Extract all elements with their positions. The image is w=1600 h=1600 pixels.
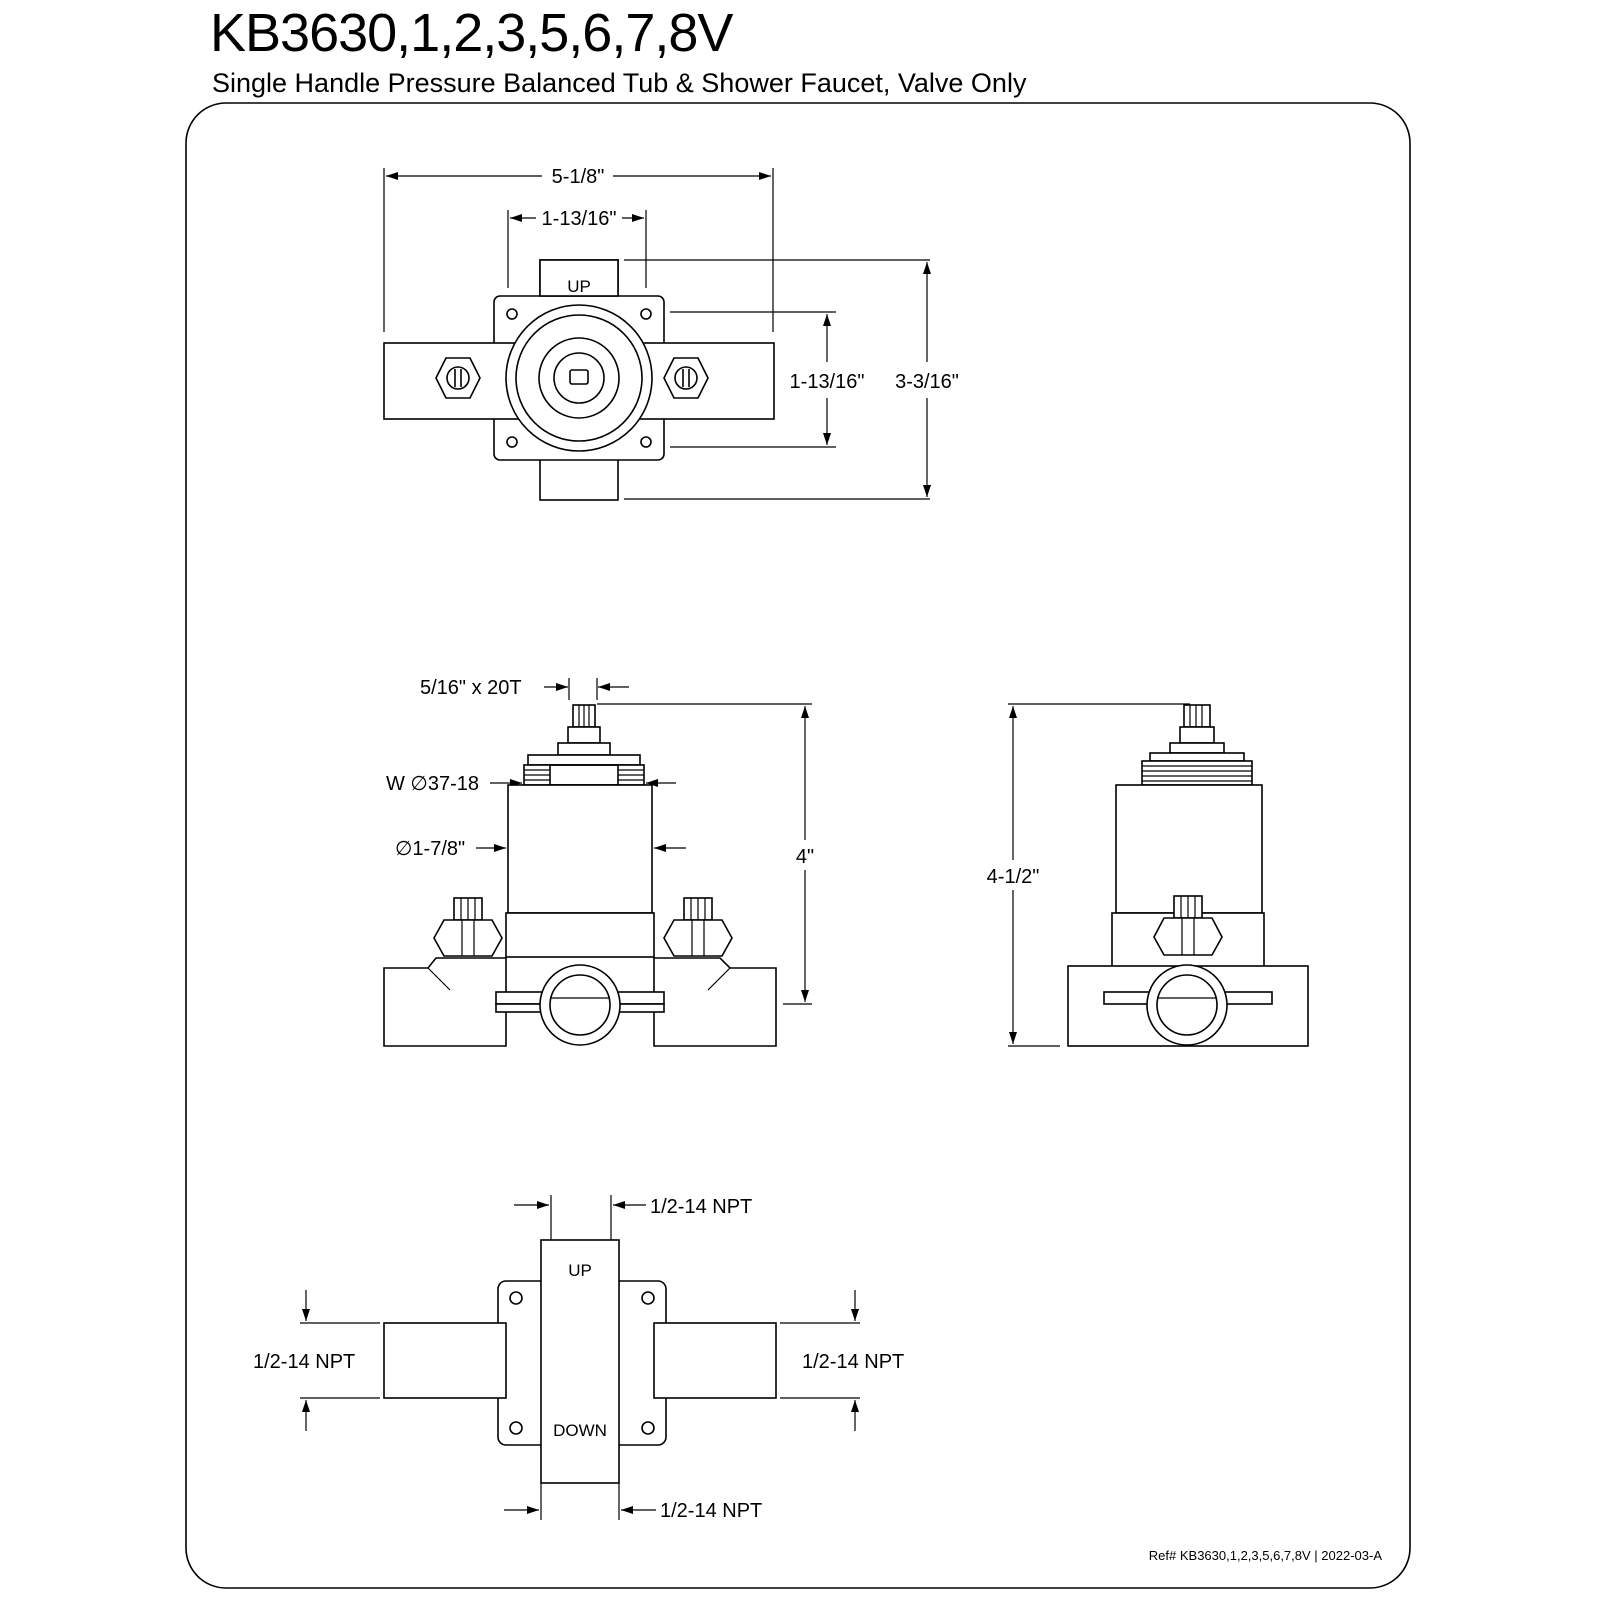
top-view-up-label: UP <box>567 277 591 296</box>
overall-height-dimension: 3-3/16" <box>895 371 959 393</box>
front-view: 5/16" x 20T W ∅37-18 ∅1-7/8" <box>383 677 814 1047</box>
drawing-subtitle: Single Handle Pressure Balanced Tub & Sh… <box>212 68 1027 98</box>
bottom-view-down-label: DOWN <box>553 1421 607 1440</box>
bottom-view: 1/2-14 NPT UP DOWN 1/2-14 NPT 1/2-14 NPT… <box>253 1195 904 1522</box>
side-view: 4-1/2" <box>987 703 1309 1047</box>
side-height-dimension: 4-1/2" <box>987 866 1040 888</box>
top-port-label: 1/2-14 NPT <box>650 1196 752 1218</box>
body-diameter-label: ∅1-7/8" <box>395 838 465 860</box>
drawing-title: KB3630,1,2,3,5,6,7,8V <box>210 3 733 63</box>
right-port-label: 1/2-14 NPT <box>802 1351 904 1373</box>
stem-spec-label: 5/16" x 20T <box>420 677 522 699</box>
drawing-frame <box>185 102 1411 1589</box>
bottom-port-label: 1/2-14 NPT <box>660 1500 762 1522</box>
overall-width-dimension: 5-1/8" <box>552 166 605 188</box>
left-port-label: 1/2-14 NPT <box>253 1351 355 1373</box>
bottom-view-up-label: UP <box>568 1261 592 1280</box>
center-height-dimension: 1-13/16" <box>790 371 865 393</box>
thread-spec-label: W ∅37-18 <box>386 773 479 795</box>
reference-footer: Ref# KB3630,1,2,3,5,6,7,8V | 2022-03-A <box>1149 1548 1383 1563</box>
front-height-dimension: 4" <box>796 846 814 868</box>
top-view: 5-1/8" 1-13/16" 1-13/16" 3-3/16" UP <box>383 166 959 501</box>
center-width-dimension: 1-13/16" <box>542 208 617 230</box>
